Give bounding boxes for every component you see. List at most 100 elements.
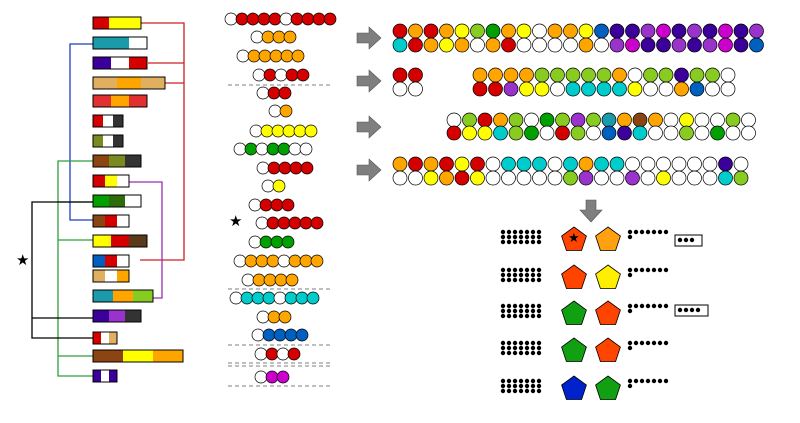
bead xyxy=(277,254,291,268)
dot xyxy=(500,229,506,235)
dot xyxy=(524,388,530,394)
bead xyxy=(539,112,555,128)
bead xyxy=(254,347,268,361)
bead xyxy=(276,370,290,384)
bead xyxy=(508,125,524,141)
dot-box xyxy=(674,234,703,247)
dot xyxy=(524,239,530,245)
bead-row xyxy=(248,235,295,249)
bead xyxy=(266,254,280,268)
bead xyxy=(547,23,563,39)
bead xyxy=(266,142,280,156)
pentagon-pair xyxy=(500,378,669,394)
bead xyxy=(295,291,309,305)
bead xyxy=(679,112,694,128)
sequence-bar xyxy=(92,254,130,268)
bead xyxy=(299,254,313,268)
dot xyxy=(518,345,524,351)
bead xyxy=(293,124,307,138)
bar-segment xyxy=(105,270,117,282)
bead xyxy=(262,328,276,342)
bead xyxy=(516,156,532,172)
bead-row xyxy=(233,142,313,156)
bar-segment xyxy=(125,195,141,207)
bead xyxy=(702,23,718,39)
dot xyxy=(530,383,536,389)
dot xyxy=(627,340,633,346)
dot xyxy=(627,267,633,273)
dot xyxy=(518,272,524,278)
dot xyxy=(518,229,524,235)
bead-row xyxy=(256,310,292,324)
bead xyxy=(519,67,534,83)
bead xyxy=(263,273,277,287)
dot xyxy=(536,229,542,235)
bead xyxy=(503,67,519,83)
bead xyxy=(278,161,292,175)
bar-segment xyxy=(109,332,117,344)
bar-segment xyxy=(125,17,141,29)
bar-segment xyxy=(93,37,111,49)
bead xyxy=(674,81,689,97)
bead xyxy=(741,125,756,141)
bead xyxy=(273,291,287,305)
bead-row xyxy=(233,254,324,268)
sequence-bar xyxy=(92,94,148,108)
bead xyxy=(408,67,423,83)
bead xyxy=(720,67,736,83)
bar-segment xyxy=(113,115,123,127)
bead xyxy=(493,125,508,141)
dot xyxy=(512,239,518,245)
bead xyxy=(423,156,439,172)
pentagon-pair xyxy=(500,267,669,283)
dot xyxy=(663,340,669,346)
bead xyxy=(244,142,258,156)
bar-outline xyxy=(92,174,130,188)
dot xyxy=(657,267,663,273)
bead xyxy=(627,67,643,83)
bead xyxy=(392,170,408,186)
pentagon xyxy=(595,337,621,362)
bead xyxy=(524,112,539,128)
bead xyxy=(255,216,269,230)
bead xyxy=(246,12,260,26)
bead-row xyxy=(254,370,290,384)
pentagon xyxy=(561,337,587,362)
bead xyxy=(454,156,470,172)
bar-segment xyxy=(123,350,153,362)
dot xyxy=(506,388,512,394)
bead xyxy=(640,23,656,39)
bead xyxy=(439,37,454,53)
bead xyxy=(501,156,516,172)
dot xyxy=(536,345,542,351)
bead xyxy=(462,125,477,141)
bead xyxy=(609,23,625,39)
bar-segment xyxy=(93,255,105,267)
bead xyxy=(570,125,586,141)
bead xyxy=(277,142,291,156)
bead xyxy=(702,170,718,186)
dot xyxy=(500,239,506,245)
arrow-right-icon xyxy=(356,69,382,93)
bar-outline xyxy=(92,331,118,345)
dot xyxy=(639,378,645,384)
pentagon-pairs xyxy=(500,226,709,400)
bead xyxy=(725,125,741,141)
bead xyxy=(256,310,270,324)
bar-segment xyxy=(93,175,105,187)
bead xyxy=(516,23,532,39)
dot xyxy=(506,267,512,273)
dot xyxy=(512,340,518,346)
dot xyxy=(651,303,657,309)
dot xyxy=(518,234,524,240)
bead xyxy=(741,112,756,128)
bead xyxy=(718,37,733,53)
bead xyxy=(470,156,485,172)
dot xyxy=(657,340,663,346)
long-bead-row xyxy=(446,125,756,141)
bead xyxy=(470,37,485,53)
dot xyxy=(645,303,651,309)
dot xyxy=(512,345,518,351)
bead xyxy=(233,142,247,156)
sequence-bar xyxy=(92,269,130,283)
